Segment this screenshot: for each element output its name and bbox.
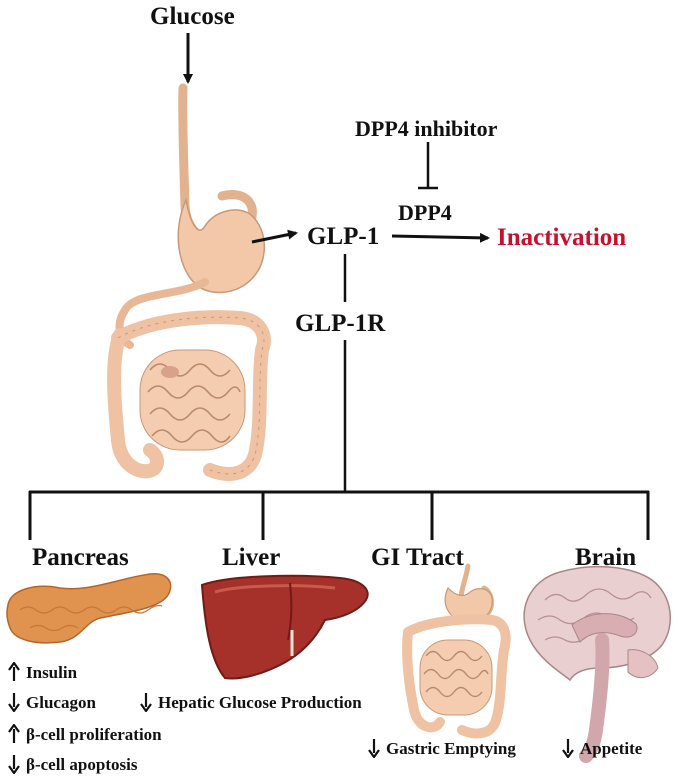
stomach-shape	[177, 197, 266, 294]
effect-text: Hepatic Glucose Production	[158, 692, 362, 712]
pancreas-illustration	[6, 573, 172, 644]
down-arrow-icon	[562, 739, 574, 758]
effect-item: Hepatic Glucose Production	[140, 692, 362, 712]
gi-tract-illustration	[402, 563, 511, 739]
up-arrow-icon	[8, 662, 20, 681]
up-arrow-icon	[8, 724, 20, 743]
effect-item: Glucagon	[8, 692, 96, 712]
digestive-tract-illustration	[107, 83, 271, 481]
effect-item: Insulin	[8, 662, 77, 682]
effect-item: β-cell apoptosis	[8, 754, 137, 774]
down-arrow-icon	[140, 693, 152, 712]
dpp4-label: DPP4	[398, 200, 452, 225]
gut-to-glp1-arrow	[251, 229, 298, 244]
glp1r-label: GLP-1R	[295, 310, 386, 337]
glucose-label: Glucose	[150, 3, 235, 30]
effect-text: β-cell proliferation	[26, 724, 162, 744]
liver-illustration	[200, 574, 369, 680]
effect-text: Gastric Emptying	[386, 738, 516, 758]
effect-item: β-cell proliferation	[8, 724, 162, 744]
down-arrow-icon	[8, 693, 20, 712]
effect-item: Gastric Emptying	[368, 738, 516, 758]
target-liver-label: Liver	[222, 544, 281, 571]
target-brain-label: Brain	[575, 544, 637, 571]
target-gi-tract-label: GI Tract	[371, 544, 464, 571]
dpp4-inhibitor-label: DPP4 inhibitor	[355, 116, 498, 141]
glp1-label: GLP-1	[307, 223, 380, 250]
target-pancreas-label: Pancreas	[32, 544, 129, 571]
effect-item: Appetite	[562, 738, 642, 758]
effect-text: Glucagon	[26, 692, 96, 712]
brain-illustration	[523, 565, 671, 763]
effect-text: Insulin	[26, 662, 78, 682]
effect-text: Appetite	[580, 738, 643, 758]
effect-text: β-cell apoptosis	[26, 754, 138, 774]
glp1-to-inactivation-arrow	[391, 232, 490, 243]
inactivation-label: Inactivation	[497, 224, 627, 251]
down-arrow-icon	[368, 739, 380, 758]
down-arrow-icon	[8, 755, 20, 774]
